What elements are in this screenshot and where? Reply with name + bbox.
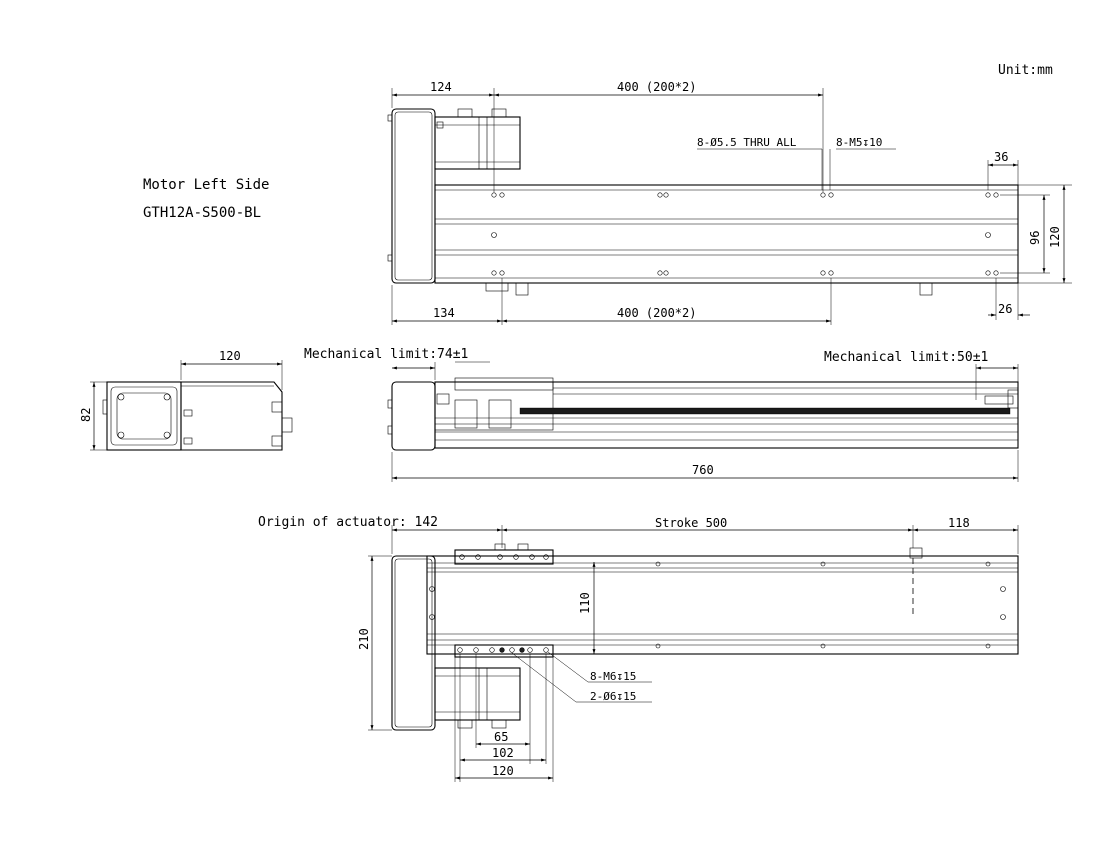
drawing-title-side: Motor Left Side	[143, 177, 269, 193]
dim-center-height: 110	[578, 592, 592, 614]
mech-limit-left: Mechanical limit:74±1	[304, 347, 468, 362]
motor-block	[434, 116, 521, 170]
end-view-height: 82	[79, 408, 93, 422]
end-view: 120 82	[79, 349, 293, 451]
carriage-bottom-plate	[454, 644, 554, 658]
dim-carriage-120: 120	[492, 764, 514, 778]
end-view-width: 120	[219, 349, 241, 363]
top-view: 124 400 (200*2) 8-Ø5.5 THRU ALL 8-M5↧10 …	[387, 80, 1072, 325]
carriage-top-plate	[454, 549, 554, 565]
dim-motor-length: 124	[430, 80, 452, 94]
dim-stroke: Stroke 500	[655, 516, 727, 530]
motor-end-face	[106, 381, 182, 451]
side-rail-body	[434, 381, 1019, 449]
side-view: Mechanical limit:74±1 Mechanical limit:5…	[304, 347, 1019, 482]
dim-left-offset: 134	[433, 306, 455, 320]
front-motor-housing	[391, 555, 436, 731]
dim-total-length: 760	[692, 463, 714, 477]
front-view: Origin of actuator: 142 Stroke 500 118 1…	[258, 515, 1019, 782]
dim-end-offset-bottom: 26	[998, 302, 1012, 316]
unit-label: Unit:mm	[998, 63, 1053, 78]
dim-end-offset-top: 36	[994, 150, 1008, 164]
belt-strip	[519, 407, 1011, 415]
callout-thru-holes: 8-Ø5.5 THRU ALL	[697, 136, 797, 149]
motor-housing	[391, 108, 436, 284]
rail-end-profile	[180, 381, 283, 451]
dim-body-height: 120	[1048, 226, 1062, 248]
front-rail-body	[426, 555, 1019, 655]
dim-carriage-102: 102	[492, 746, 514, 760]
dim-right-offset: 118	[948, 516, 970, 530]
dim-carriage-65: 65	[494, 730, 508, 744]
origin-of-actuator: Origin of actuator: 142	[258, 515, 438, 530]
callout-pin-holes: 2-Ø6↧15	[590, 690, 636, 703]
dim-hole-span-bottom: 400 (200*2)	[617, 306, 696, 320]
drawing-title-model: GTH12A-S500-BL	[143, 205, 261, 221]
dim-total-height: 210	[357, 628, 371, 650]
side-motor-housing	[391, 381, 436, 451]
callout-m6: 8-M6↧15	[590, 670, 636, 683]
mech-limit-right: Mechanical limit:50±1	[824, 350, 988, 365]
front-motor-block	[434, 667, 521, 721]
callout-tapped-holes: 8-M5↧10	[836, 136, 882, 149]
rail-body-top	[434, 184, 1019, 284]
dim-hole-span-top: 400 (200*2)	[617, 80, 696, 94]
dim-hole-vertical: 96	[1028, 231, 1042, 245]
